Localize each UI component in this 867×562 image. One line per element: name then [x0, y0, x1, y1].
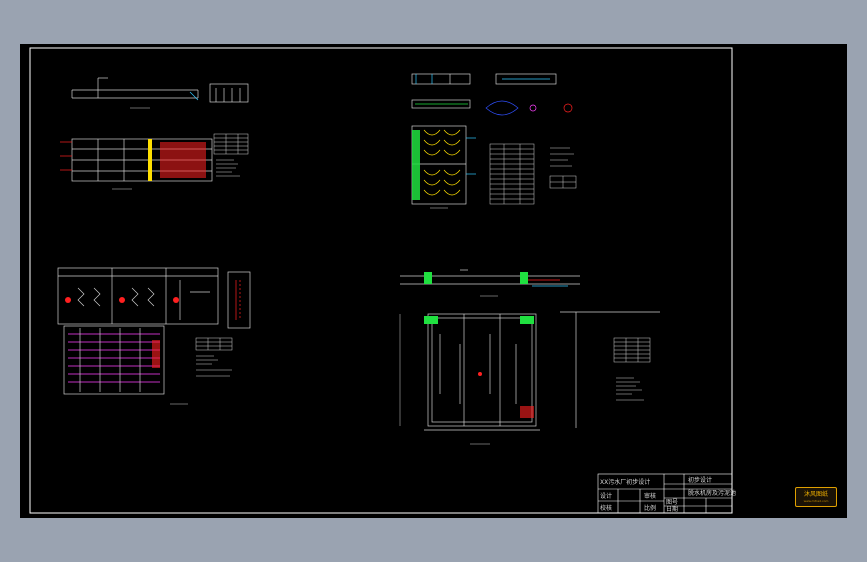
title-block-stage: 初步设计 [688, 476, 712, 484]
tank-plan-view [60, 138, 213, 190]
title-block-label-check: 校核 [600, 504, 612, 512]
drawing-frame-inner [29, 47, 733, 514]
watermark-badge: 沐风图纸 www.mfcad.com [795, 487, 837, 507]
sludge-tank-section [400, 269, 580, 297]
watermark-subtitle: www.mfcad.com [803, 499, 829, 503]
dewatering-room-section [57, 267, 251, 329]
dewatering-room-plan [63, 325, 188, 405]
title-block-label-date: 日期 [666, 505, 678, 513]
cad-drawing-canvas[interactable]: XX污水厂初步设计 初步设计 脱水机房及污泥池 设计 校核 审核 图号 日期 比… [20, 44, 847, 518]
title-block [597, 473, 733, 514]
cad-viewport[interactable]: XX污水厂初步设计 初步设计 脱水机房及污泥池 设计 校核 审核 图号 日期 比… [20, 44, 847, 518]
filter-plan-view [411, 125, 476, 209]
dewatering-room-table [195, 337, 233, 377]
title-block-label-design: 设计 [600, 492, 612, 500]
title-block-label-scale: 比例 [644, 504, 656, 512]
filter-equipment-table [489, 143, 577, 205]
title-block-label-number: 图号 [666, 499, 678, 506]
tank-material-table [213, 133, 249, 177]
filter-detail-views [411, 73, 573, 116]
title-block-project: XX污水厂初步设计 [600, 478, 650, 486]
sludge-tank-table [613, 337, 651, 401]
title-block-label-review: 审核 [644, 492, 656, 500]
tank-elevation-view [71, 77, 249, 109]
watermark-title: 沐风图纸 [803, 491, 828, 498]
drawing-frame [29, 47, 733, 514]
sludge-tank-plan [399, 311, 660, 445]
title-block-drawing-title: 脱水机房及污泥池 [688, 489, 736, 497]
